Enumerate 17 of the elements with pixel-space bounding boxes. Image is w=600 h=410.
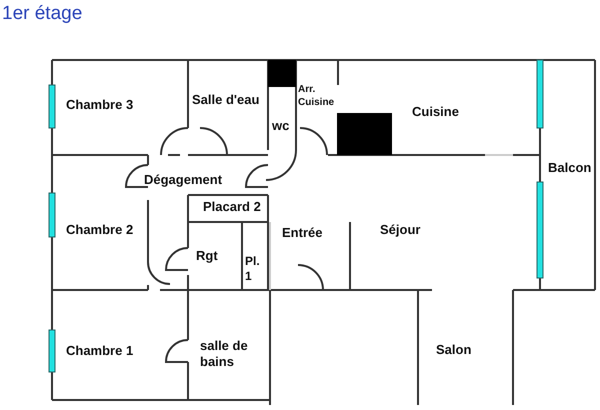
room-label: Salle d'eau <box>192 92 260 108</box>
room-label: Salon <box>436 342 472 358</box>
room-label: Placard 2 <box>203 199 262 216</box>
room-label: Chambre 2 <box>66 222 134 238</box>
room-label: Dégagement <box>144 172 224 188</box>
page-title: 1er étage <box>2 2 82 26</box>
room-label: Entrée <box>282 225 324 242</box>
room-label: Rgt <box>196 248 219 264</box>
room-label: wc <box>272 118 290 134</box>
room-label: Séjour <box>380 222 422 238</box>
room-label: Cuisine <box>412 104 460 120</box>
room-label: Balcon <box>548 160 592 176</box>
room-label: Pl. 1 <box>245 254 261 284</box>
room-label: salle de bains <box>200 338 249 370</box>
room-label: Chambre 3 <box>66 97 134 114</box>
room-label: Arr. Cuisine <box>298 84 336 109</box>
room-label: Chambre 1 <box>66 343 134 360</box>
